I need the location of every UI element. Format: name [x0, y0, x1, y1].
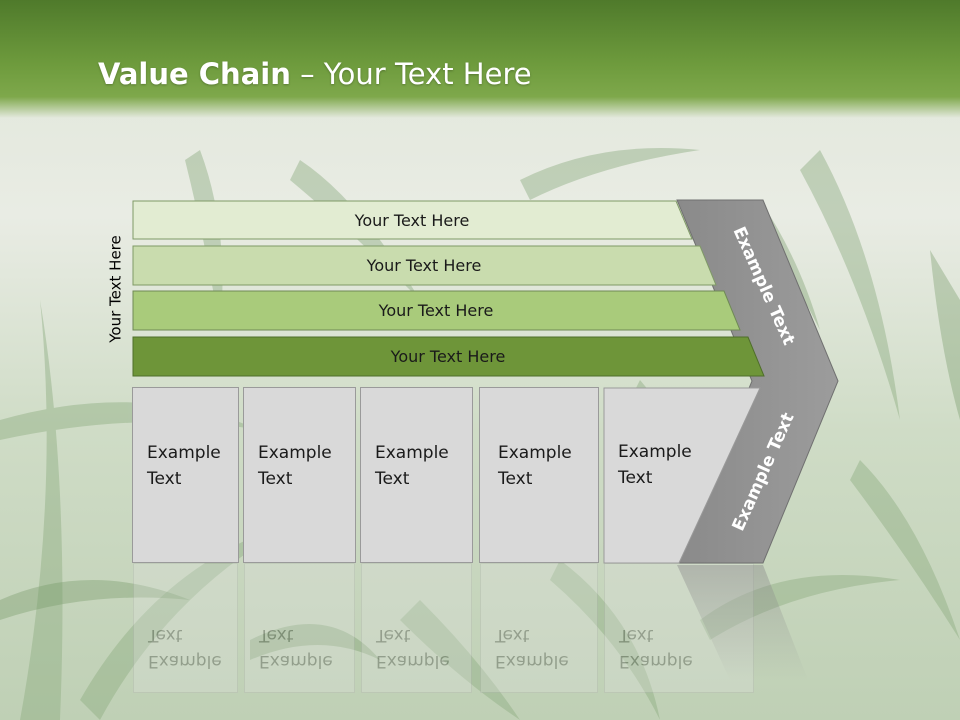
activity-box-5	[603, 387, 761, 564]
band-1-label: Your Text Here	[354, 210, 470, 230]
title-rest: – Your Text Here	[290, 57, 532, 91]
chevron-reflection	[677, 565, 808, 680]
band-1: Your Text Here	[132, 200, 693, 240]
band-3-shape	[132, 290, 741, 331]
band-3: Your Text Here	[132, 290, 741, 331]
title-bold: Value Chain	[98, 57, 291, 91]
band-4-label: Your Text Here	[390, 346, 506, 366]
band-3-label: Your Text Here	[378, 300, 494, 320]
slide-title: Value Chain – Your Text Here	[98, 54, 532, 94]
band-2: Your Text Here	[132, 245, 717, 286]
band-4: Your Text Here	[132, 336, 765, 377]
header-bar	[0, 0, 960, 118]
band-1-shape	[132, 200, 693, 240]
band-2-shape	[132, 245, 717, 286]
band-4-shape	[132, 336, 765, 377]
band-2-label: Your Text Here	[366, 255, 482, 275]
